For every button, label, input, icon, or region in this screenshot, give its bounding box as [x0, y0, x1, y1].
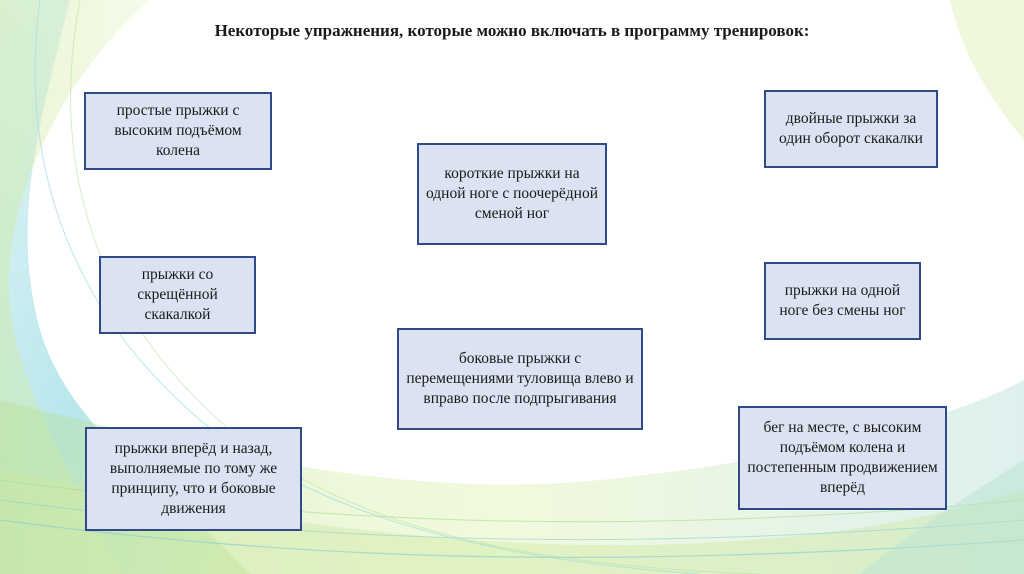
exercise-box-running-in-place: бег на месте, с высоким подъёмом колена …: [738, 406, 947, 510]
slide-title: Некоторые упражнения, которые можно вклю…: [214, 21, 810, 40]
exercise-box-high-knee-jumps: простые прыжки с высоким подъёмом колена: [84, 92, 272, 170]
exercise-box-crossed-rope-jumps: прыжки со скрещённой скакалкой: [99, 256, 256, 334]
exercise-box-double-unders: двойные прыжки за один оборот скакалки: [764, 90, 938, 168]
exercise-box-forward-backward-jumps: прыжки вперёд и назад, выполняемые по то…: [85, 427, 302, 531]
exercise-box-alternating-one-leg-hops: короткие прыжки на одной ноге с поочерёд…: [417, 143, 607, 245]
exercise-box-one-leg-no-switch: прыжки на одной ноге без смены ног: [764, 262, 921, 340]
exercise-box-side-jumps: боковые прыжки с перемещениями туловища …: [397, 328, 643, 430]
